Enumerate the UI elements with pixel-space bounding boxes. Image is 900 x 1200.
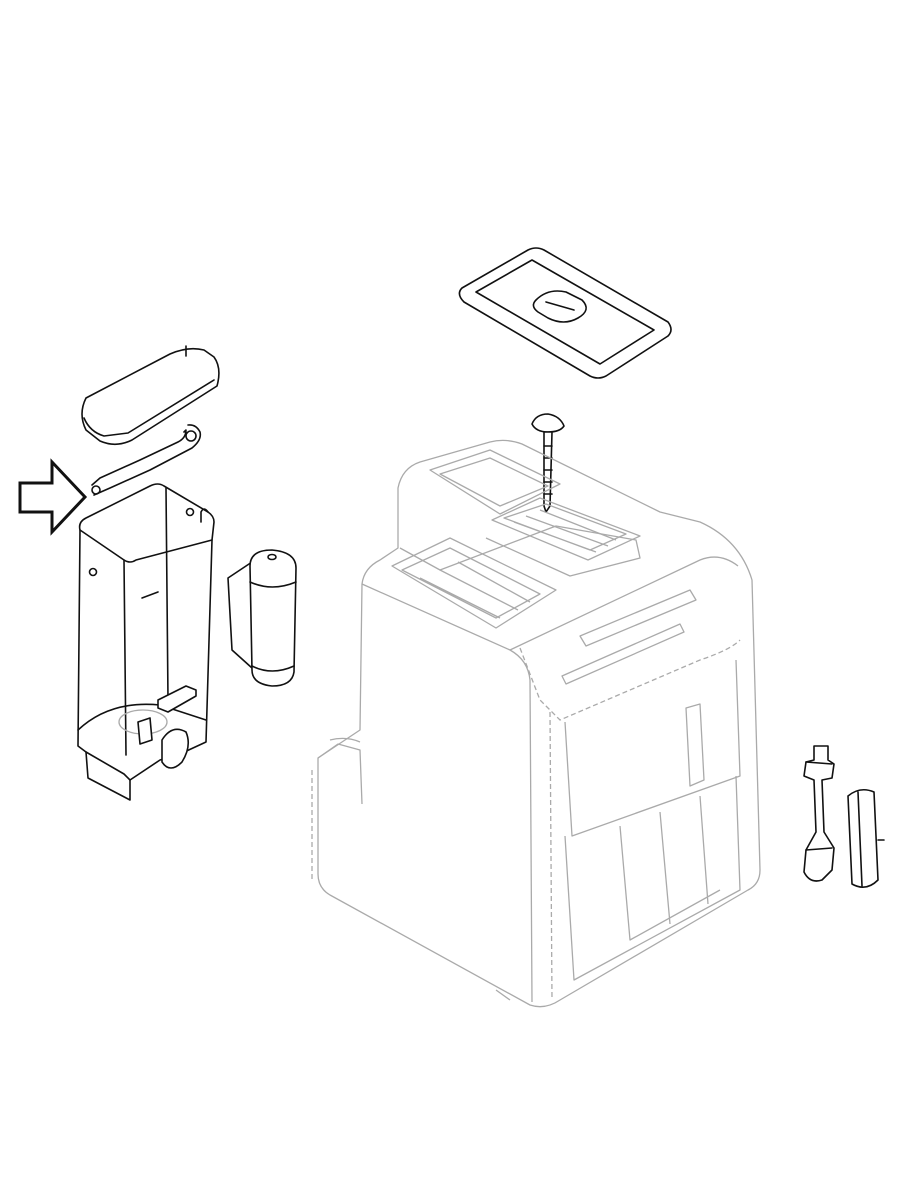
grind-setting-key: [531, 413, 565, 513]
water-tank-lid: [81, 345, 220, 446]
coffee-machine-body: [311, 439, 761, 1008]
water-filter: [227, 549, 297, 687]
milk-pipe: [803, 745, 835, 882]
arrow-right-icon: [18, 458, 88, 536]
bean-container-lid: [458, 247, 672, 379]
water-tank-handle: [91, 424, 202, 496]
water-tank: [77, 483, 215, 801]
pipe-cover: [847, 788, 885, 888]
